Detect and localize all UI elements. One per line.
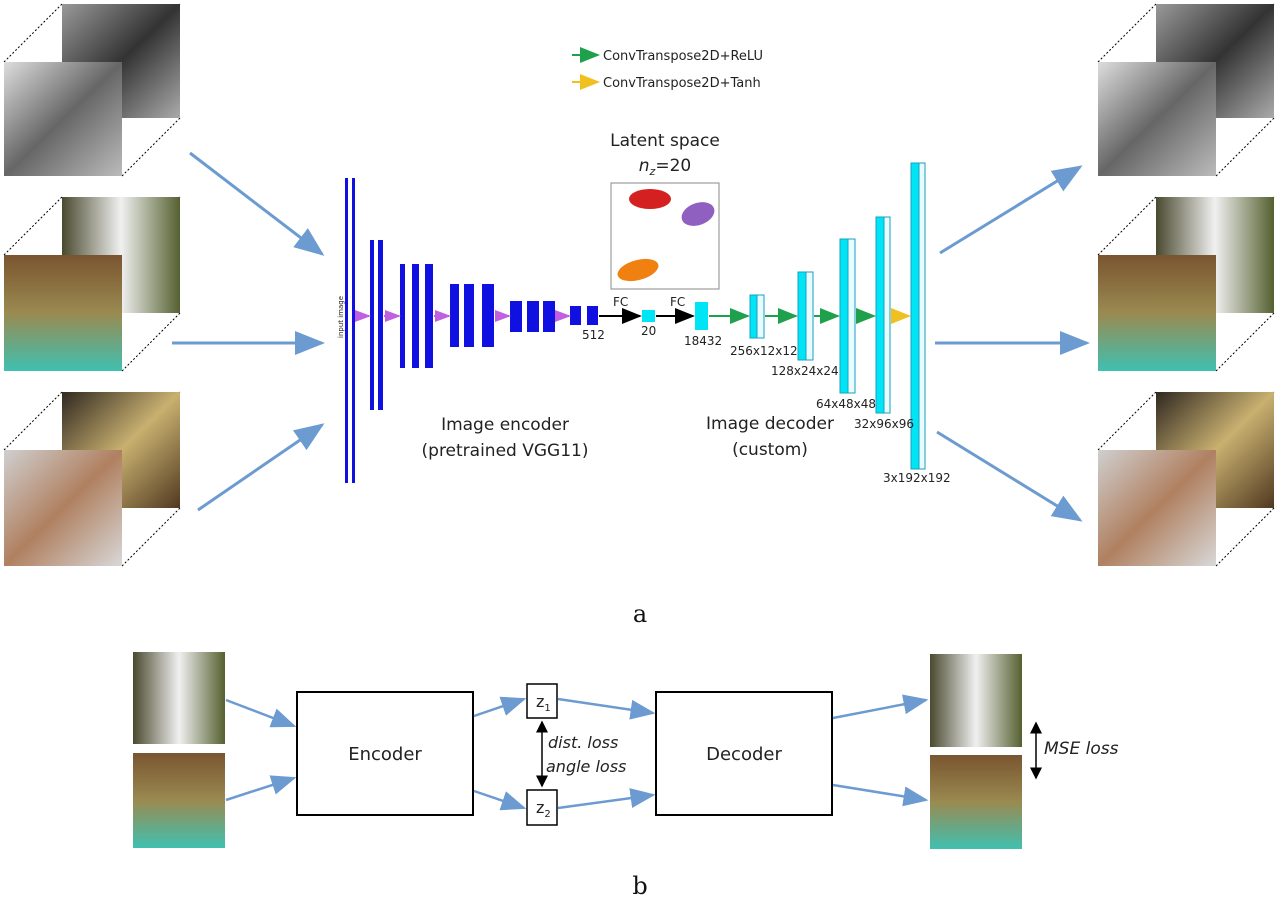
input-image-stack-portraits [3,3,181,177]
legend-tanh: ConvTranspose2D+Tanh [603,76,761,91]
size-64x48x48: 64x48x48 [816,397,876,411]
dist-loss-label: dist. loss [548,733,618,752]
z1-box [526,683,558,719]
input-image-stack-waterfall [3,196,181,372]
input-image-waterfall [133,652,225,744]
input-image-stack-objects [3,391,181,567]
fc-output [695,302,708,330]
input-image-pool [133,753,225,848]
size-32x96x96: 32x96x96 [854,417,914,431]
caption-b: b [632,872,647,900]
encoder-label: Encoder [348,744,422,765]
image-encoder [345,178,598,483]
input-arrow-bottom [197,423,325,512]
cluster-orange [617,258,659,282]
z2-box [526,789,558,826]
size-20: 20 [641,324,656,338]
decoder-label: Decoder [706,744,782,765]
cluster-purple [681,202,715,226]
decoder-title: Image decoder [706,414,834,434]
fc-label-1: FC [613,295,628,309]
encoder-subtitle: (pretrained VGG11) [422,441,589,461]
input-arrow-top [189,151,325,256]
output-image-pool [930,755,1022,849]
angle-loss-label: angle loss [546,757,626,776]
z1-label: z1 [536,692,551,714]
legend-relu: ConvTranspose2D+ReLU [603,49,763,64]
mse-loss-label: MSE loss [1044,739,1119,759]
decoder-subtitle: (custom) [732,440,808,460]
latent-vector [642,310,655,322]
encoder-title: Image encoder [441,415,569,435]
size-256x12x12: 256x12x12 [730,344,798,358]
input-image-label: input image [337,296,345,338]
output-arrow-bottom [936,430,1083,522]
output-arrow-top [939,165,1083,255]
caption-a: a [633,600,647,628]
size-128x24x24: 128x24x24 [771,364,839,378]
decoder-box [655,691,833,816]
output-image-stack-objects [1097,391,1275,567]
legend: ConvTranspose2D+ReLU ConvTranspose2D+Tan… [572,47,763,91]
latent-space-title: Latent space [610,131,720,151]
size-3x192x192: 3x192x192 [883,471,951,485]
size-512: 512 [582,328,605,342]
output-image-stack-waterfall [1097,196,1275,372]
latent-dim-label: nz=20 [639,156,691,178]
fc-label-2: FC [670,295,685,309]
latent-scatter-plot [610,182,720,290]
size-18432: 18432 [684,334,722,348]
encoder-box [296,691,474,816]
output-image-stack-portraits [1097,3,1275,177]
output-image-waterfall [930,654,1022,747]
z2-label: z2 [536,798,551,820]
cluster-red [629,189,671,209]
image-decoder [749,162,926,470]
